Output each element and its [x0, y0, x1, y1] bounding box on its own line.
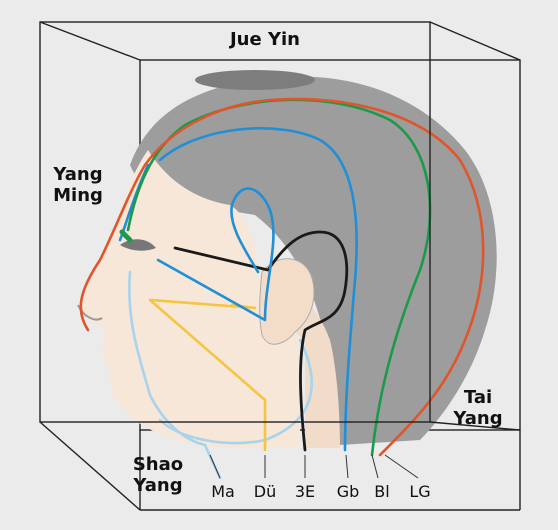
- pointer-gb: [346, 455, 348, 478]
- meridian-label-3e: 3E: [285, 483, 325, 501]
- pointer-bl: [372, 455, 378, 478]
- meridian-label-ma: Ma: [203, 483, 243, 501]
- label-shao-yang: Shao Yang: [128, 455, 188, 496]
- pointer-ma: [210, 455, 220, 478]
- pointer-lg: [385, 455, 418, 478]
- meridian-label-lg: LG: [400, 483, 440, 501]
- label-tai-yang: Tai Yang: [448, 388, 508, 429]
- meridian-label-bl: Bl: [362, 483, 402, 501]
- label-yang-ming: Yang Ming: [48, 165, 108, 206]
- meridian-label-du: Dü: [245, 483, 285, 501]
- hair-highlight: [195, 70, 315, 90]
- label-jue-yin: Jue Yin: [215, 30, 315, 51]
